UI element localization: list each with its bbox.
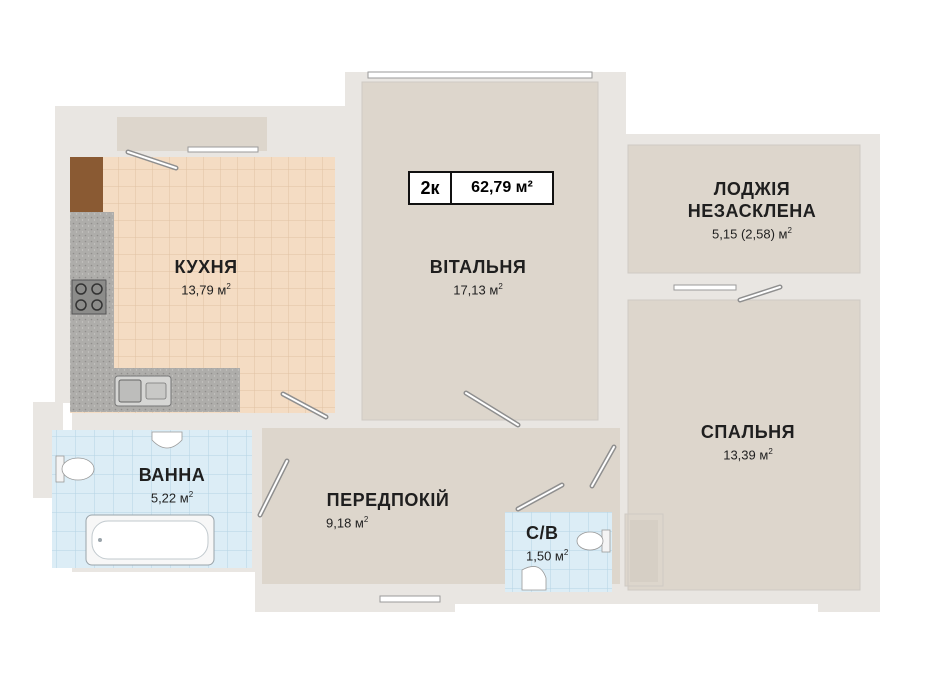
wc-toilet-icon [576, 529, 611, 553]
kitchen-label: КУХНЯ 13,79 м2 [160, 256, 252, 299]
living-room-area: 17,13 м2 [453, 282, 503, 298]
kitchen-window-niche [117, 117, 267, 151]
stove-icon [71, 279, 107, 315]
rooms-count: 2к [410, 173, 452, 203]
living-room-floor [362, 82, 598, 420]
loggia-area: 5,15 (2,58) м2 [712, 226, 792, 242]
bathroom-name: ВАННА [138, 465, 206, 485]
washbasin-icon [151, 431, 183, 449]
hallway-area: 9,18 м2 [326, 515, 369, 531]
wc-name: С/В [526, 523, 559, 543]
closet-inner [630, 520, 658, 582]
bedroom-floor [628, 300, 860, 590]
door-frames [127, 151, 781, 516]
loggia-name-line1: ЛОДЖІЯ [713, 179, 791, 199]
bathroom-label: ВАННА 5,22 м2 [126, 464, 218, 507]
sink-icon [114, 375, 172, 407]
hallway-name: ПЕРЕДПОКІЙ [326, 490, 450, 510]
bedroom-area: 13,39 м2 [723, 447, 773, 463]
living-room-label: ВІТАЛЬНЯ 17,13 м2 [418, 256, 538, 299]
loggia-label: ЛОДЖІЯ НЕЗАСКЛЕНА 5,15 (2,58) м2 [682, 178, 822, 243]
bedroom-name: СПАЛЬНЯ [700, 422, 796, 442]
kitchen-name: КУХНЯ [174, 257, 238, 277]
total-area: 62,79 м² [471, 179, 533, 196]
loggia-name-line2: НЕЗАСКЛЕНА [687, 201, 817, 221]
living-room-name: ВІТАЛЬНЯ [429, 257, 527, 277]
wc-area: 1,50 м2 [526, 548, 569, 564]
hallway-label: ПЕРЕДПОКІЙ 9,18 м2 [318, 489, 458, 532]
windows [187, 71, 737, 603]
bedroom-label: СПАЛЬНЯ 13,39 м2 [692, 421, 804, 464]
toilet-icon [55, 455, 95, 483]
apartment-badge: 2к 62,79 м² [408, 171, 554, 205]
loggia-floor [628, 145, 860, 273]
kitchen-area: 13,79 м2 [181, 282, 231, 298]
bathroom-area: 5,22 м2 [150, 490, 194, 506]
kitchen-cabinet [70, 157, 103, 212]
wc-label: С/В 1,50 м2 [520, 522, 586, 565]
wc-washbasin-icon [521, 566, 547, 591]
bathtub-icon [85, 514, 215, 566]
